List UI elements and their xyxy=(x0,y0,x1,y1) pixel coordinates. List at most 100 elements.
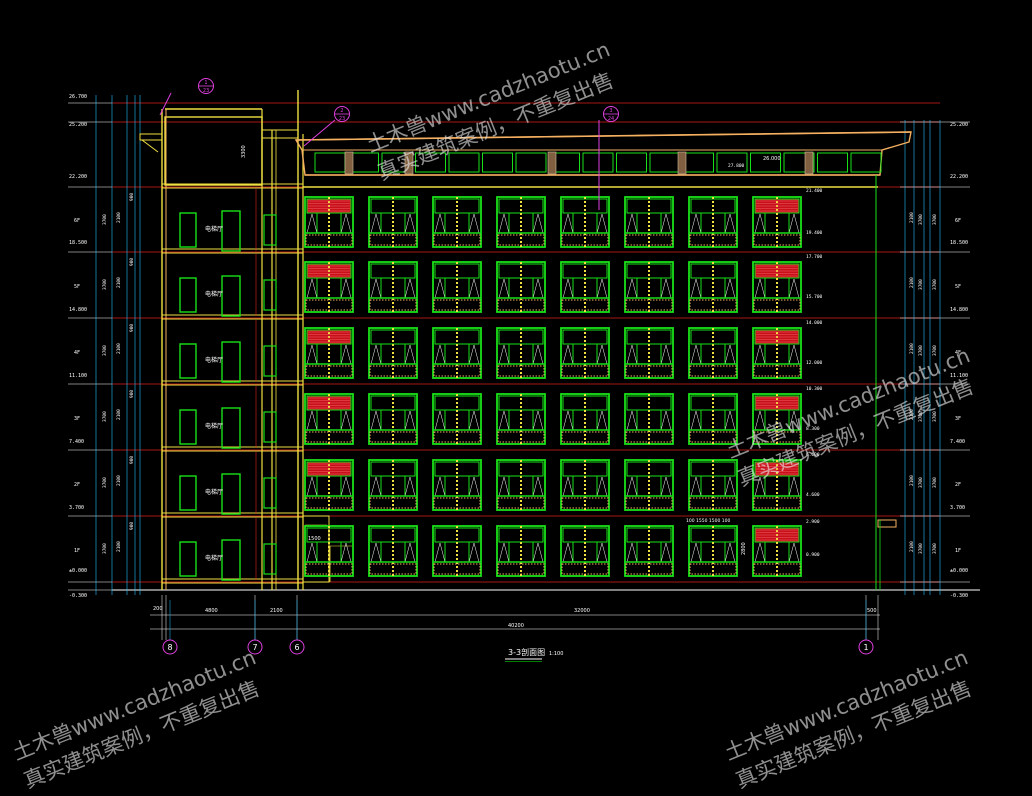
facade-window xyxy=(304,327,354,379)
window-opening-mark xyxy=(404,278,416,299)
window-opening-mark xyxy=(340,278,352,299)
parapet-panel xyxy=(482,152,513,173)
elevation-label-right: 11.100 xyxy=(950,373,968,379)
facade-window xyxy=(560,261,610,313)
window-balustrade xyxy=(625,431,673,443)
elevation-label-inner: 8.300 xyxy=(806,426,820,432)
shaft-door xyxy=(263,477,277,509)
room-label-elevator-hall: 电梯厅 xyxy=(205,422,223,430)
axis-label: 7 xyxy=(252,643,257,652)
window-balustrade xyxy=(561,234,609,246)
window-opening-mark xyxy=(562,213,574,234)
facade-window xyxy=(752,261,802,313)
facade-window xyxy=(432,196,482,248)
facade-window xyxy=(752,393,802,445)
window-balustrade xyxy=(305,497,353,509)
window-dims: 100 1550 1500 100 xyxy=(686,518,731,524)
elevation-label-left: 11.100 xyxy=(69,373,87,379)
elevation-label-right: 18.500 xyxy=(950,240,968,246)
callout-2: 2 23 xyxy=(334,106,350,122)
elevation-label-left: 25.200 xyxy=(69,122,87,128)
floor-tag-right: 5F xyxy=(955,284,961,290)
callout-3-num: 3 xyxy=(609,108,612,114)
window-opening-mark xyxy=(788,476,800,497)
dim-number: 3700 xyxy=(932,411,938,422)
elevation-label-right: -0.300 xyxy=(950,593,968,599)
parapet-panel xyxy=(750,152,781,173)
parapet-panel xyxy=(850,152,882,173)
dim-number: 3700 xyxy=(932,477,938,488)
window-opening-mark xyxy=(788,213,800,234)
window-balustrade xyxy=(305,431,353,443)
window-opening-mark xyxy=(370,278,382,299)
elevator-door-left xyxy=(179,277,197,313)
window-opening-mark xyxy=(754,278,766,299)
window-opening-mark xyxy=(340,213,352,234)
floor-tag-right: 1F xyxy=(955,548,961,554)
elevator-door-right xyxy=(221,275,241,317)
dim-number: 2100 xyxy=(909,541,915,552)
drawing-title: 3-3剖面图 xyxy=(508,647,545,657)
parapet-column xyxy=(344,151,354,175)
window-opening-mark xyxy=(660,213,672,234)
elevation-label-left: 7.400 xyxy=(69,439,84,445)
parapet-panel xyxy=(314,152,346,173)
window-opening-mark xyxy=(690,278,702,299)
window-opening-mark xyxy=(626,476,638,497)
facade-window xyxy=(304,196,354,248)
window-opening-mark xyxy=(724,278,736,299)
parapet-left xyxy=(139,133,163,141)
window-opening-mark xyxy=(370,344,382,365)
elevation-label-left: ±0.000 xyxy=(69,568,87,574)
dim-3300: 3300 xyxy=(241,145,247,158)
elevation-label-right: 3.700 xyxy=(950,505,965,511)
window-balustrade xyxy=(497,365,545,377)
callout-1: 1 23 xyxy=(198,78,214,94)
tower-top xyxy=(164,116,263,186)
facade-window xyxy=(496,525,546,577)
elevator-door-right xyxy=(221,407,241,449)
window-opening-mark xyxy=(660,542,672,563)
elevation-label-left: 14.800 xyxy=(69,307,87,313)
window-balustrade xyxy=(689,431,737,443)
window-opening-mark xyxy=(468,410,480,431)
elevator-door-left xyxy=(179,343,197,379)
callout-1-num: 1 xyxy=(204,80,207,86)
elevator-door-left xyxy=(179,409,197,445)
drawing-scale: 1:100 xyxy=(549,651,563,657)
facade-window xyxy=(624,261,674,313)
window-opening-mark xyxy=(532,213,544,234)
dim-total-40200: 40200 xyxy=(508,623,524,629)
window-balustrade xyxy=(497,431,545,443)
window-opening-mark xyxy=(498,278,510,299)
facade-window xyxy=(368,261,418,313)
callout-3: 3 24 xyxy=(603,106,619,122)
facade-window xyxy=(432,261,482,313)
window-balustrade xyxy=(625,365,673,377)
window-opening-mark xyxy=(404,344,416,365)
floor-tag-left: 3F xyxy=(74,416,80,422)
dim-number: 900 xyxy=(129,456,135,464)
window-opening-mark xyxy=(562,542,574,563)
window-opening-mark xyxy=(306,213,318,234)
dim-number: 2100 xyxy=(116,212,122,223)
window-opening-mark xyxy=(724,344,736,365)
window-opening-mark xyxy=(468,344,480,365)
window-opening-mark xyxy=(370,542,382,563)
window-opening-mark xyxy=(434,344,446,365)
window-opening-mark xyxy=(532,344,544,365)
elevation-label-inner: 17.700 xyxy=(806,254,823,260)
window-balustrade xyxy=(753,365,801,377)
window-balustrade xyxy=(625,497,673,509)
shaft-door xyxy=(263,345,277,377)
floor-tag-left: 6F xyxy=(74,218,80,224)
dim-number: 3700 xyxy=(102,279,108,290)
window-opening-mark xyxy=(532,542,544,563)
window-balustrade xyxy=(561,497,609,509)
window-opening-mark xyxy=(562,476,574,497)
elevation-label-right: 22.200 xyxy=(950,174,968,180)
window-balustrade xyxy=(369,563,417,575)
facade-window xyxy=(496,327,546,379)
axis-label: 1 xyxy=(863,643,868,652)
window-opening-mark xyxy=(340,542,352,563)
